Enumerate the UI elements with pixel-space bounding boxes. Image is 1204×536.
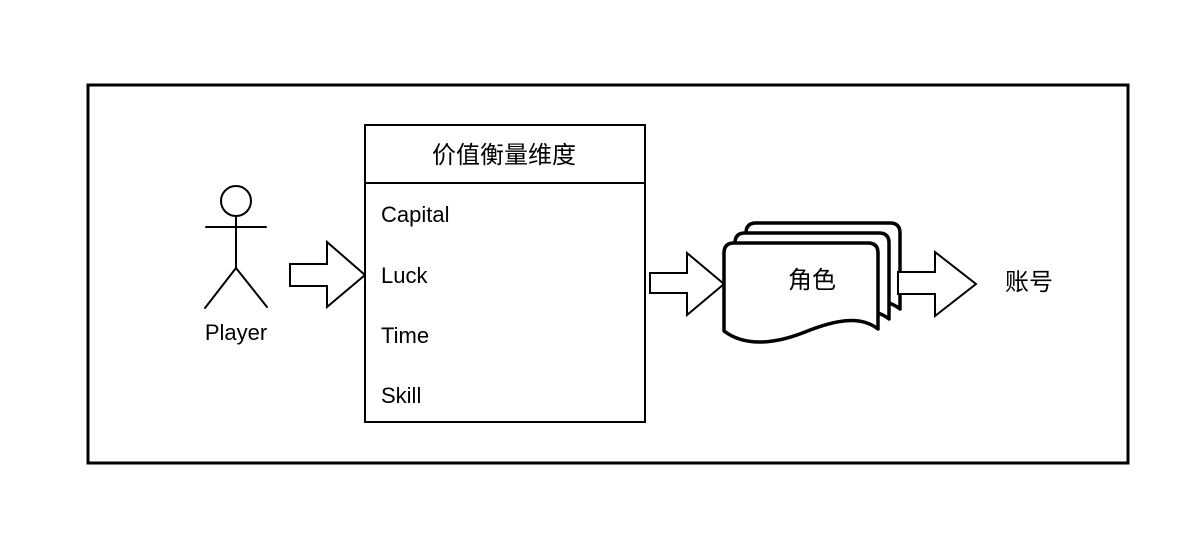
player-actor bbox=[204, 185, 268, 309]
player-label: Player bbox=[205, 320, 267, 345]
account-label: 账号 bbox=[1005, 269, 1053, 296]
actor-left-leg bbox=[204, 267, 237, 309]
dimension-item-luck: Luck bbox=[381, 263, 428, 288]
dimension-item-time: Time bbox=[381, 323, 429, 348]
box-title: 价值衡量维度 bbox=[432, 142, 576, 169]
arrow-role-to-account-icon bbox=[897, 249, 978, 319]
arrow-player-to-dimensions-icon bbox=[289, 239, 367, 310]
document-front bbox=[722, 241, 880, 344]
dimension-item-skill: Skill bbox=[381, 383, 421, 408]
role-label: 角色 bbox=[788, 267, 836, 294]
arrow-dimensions-to-role-icon bbox=[649, 250, 726, 318]
dimension-item-capital: Capital bbox=[381, 202, 449, 227]
value-dimension-box-outline bbox=[364, 124, 646, 423]
value-dimension-box: 价值衡量维度 Capital Luck Time Skill bbox=[364, 124, 646, 423]
role-documents bbox=[722, 221, 902, 344]
actor-head bbox=[220, 185, 252, 217]
diagram-border bbox=[86, 83, 1130, 465]
actor-right-leg bbox=[235, 267, 268, 308]
